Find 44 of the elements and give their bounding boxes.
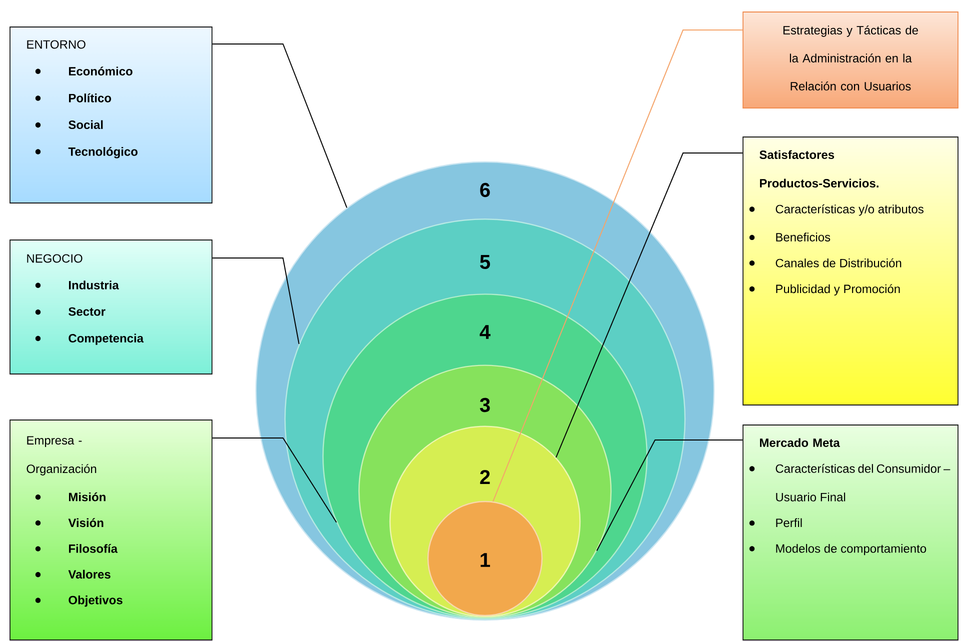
list-item: Económico xyxy=(69,66,132,76)
ring-circle xyxy=(427,500,543,616)
list-item: Valores xyxy=(68,570,110,579)
ring-number: 3 xyxy=(480,398,490,412)
box-heading: Mercado Meta xyxy=(760,438,840,447)
list-item: Perfil xyxy=(776,518,802,528)
leader-line xyxy=(212,258,300,344)
list-item: Objetivos xyxy=(68,596,122,607)
text-box xyxy=(742,12,958,108)
ring-number: 5 xyxy=(480,255,490,269)
ring-number: 4 xyxy=(480,325,490,339)
text-box xyxy=(10,240,212,374)
list-item: Político xyxy=(69,93,112,102)
leader-line xyxy=(492,30,744,502)
list-item: Social xyxy=(68,120,103,130)
text-box xyxy=(742,136,958,406)
list-item: Industria xyxy=(69,280,119,290)
list-item: Misión xyxy=(69,492,106,502)
list-item: Publicidad y Promoción xyxy=(776,284,900,296)
leader-line xyxy=(212,438,337,523)
list-item: Tecnológico xyxy=(68,146,138,158)
list-item: Filosofía xyxy=(69,544,118,553)
text-box xyxy=(10,26,212,204)
list-item: Características y/o atributos xyxy=(776,204,924,216)
box-heading: Satisfactores Productos-Servicios. xyxy=(760,150,878,188)
ring-number: 1 xyxy=(480,553,490,567)
list-item: Visión xyxy=(68,518,104,528)
text-box xyxy=(742,424,958,640)
ring-number: 6 xyxy=(480,182,490,198)
list-item: Canales de Distribución xyxy=(776,258,902,268)
text-box xyxy=(10,420,212,640)
list-item: Modelos de comportamiento xyxy=(776,544,926,556)
ring-number: 2 xyxy=(480,470,490,484)
box-heading: ENTORNO xyxy=(27,40,86,49)
leader-line xyxy=(212,44,348,208)
list-item: Competencia xyxy=(68,334,144,345)
leader-line xyxy=(556,152,744,458)
box-text: Estrategias y Tácticas de la Administración en la Relación con Usuarios xyxy=(783,26,918,90)
leader-line xyxy=(596,440,744,552)
box-heading: Empresa - Organización xyxy=(26,436,96,476)
box-heading: NEGOCIO xyxy=(27,254,82,263)
list-item: Características del Consumidor – Usuario Final xyxy=(776,464,950,502)
list-item: Sector xyxy=(68,307,106,316)
list-item: Beneficios xyxy=(776,232,830,242)
